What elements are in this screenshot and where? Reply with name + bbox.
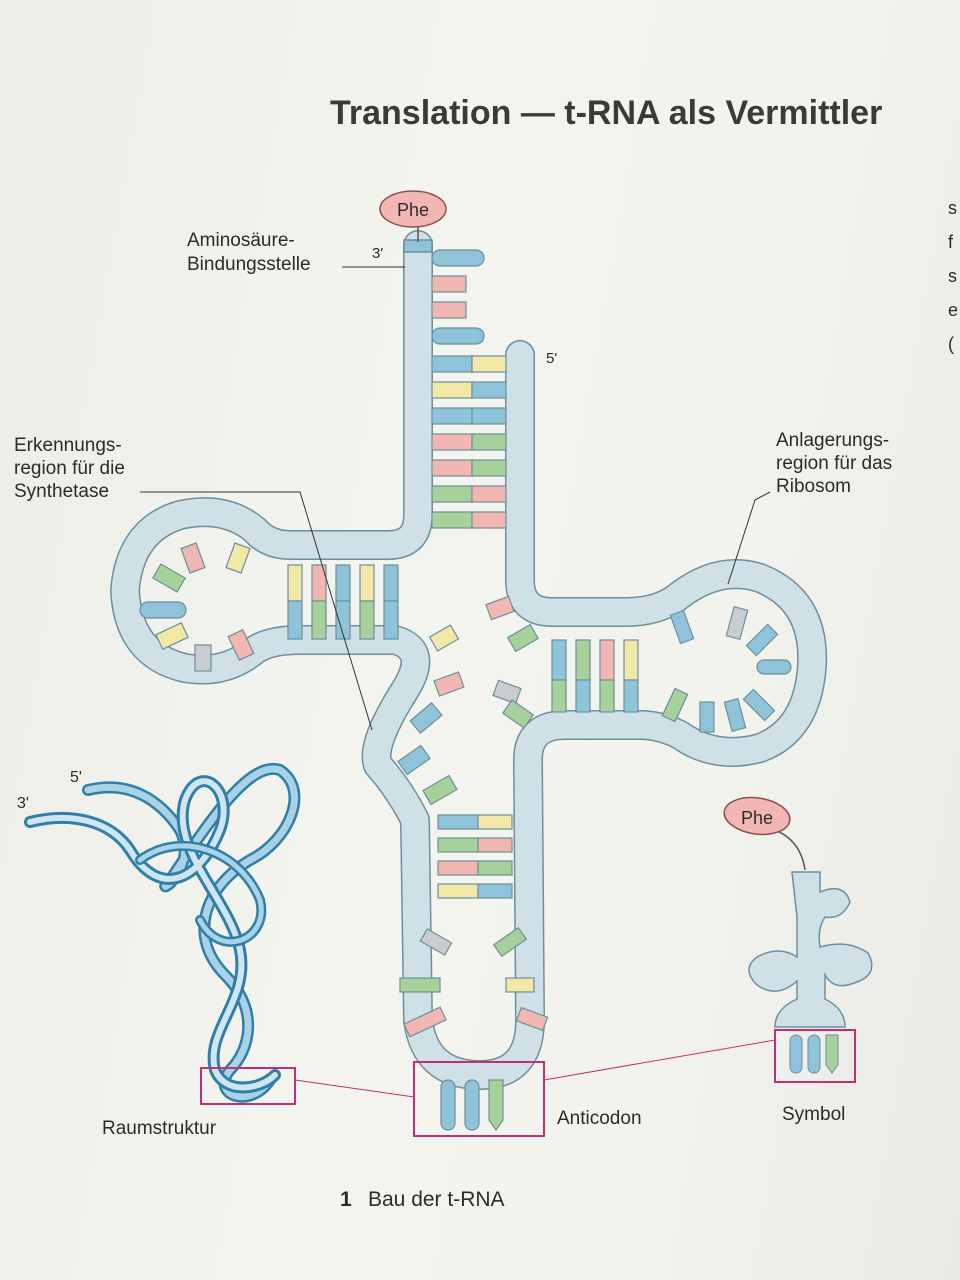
svg-text:s: s: [948, 198, 957, 218]
prime-5-label: 5': [546, 350, 557, 367]
d-arm-stem-bases: [287, 564, 399, 640]
phe-amino-acid-top: Phe: [379, 190, 447, 242]
label-aminosaeure: Aminosäure- Bindungsstelle: [187, 230, 405, 275]
svg-text:s: s: [948, 266, 957, 286]
svg-text:Ribosom: Ribosom: [776, 476, 851, 497]
svg-text:Phe: Phe: [397, 200, 429, 220]
anticodon-highlight-box: [413, 1061, 545, 1137]
page-title: Translation — t-RNA als Vermittler: [330, 94, 882, 132]
svg-text:(: (: [948, 334, 954, 354]
figure-number: 1: [340, 1188, 352, 1211]
t-arm-stem-bases: [551, 639, 639, 713]
anticodon-triplet: [440, 1079, 504, 1132]
svg-text:region für die: region für die: [14, 458, 125, 479]
svg-text:Anlagerungs-: Anlagerungs-: [776, 430, 889, 451]
ribbon-3prime-label: 3': [17, 795, 29, 812]
connector-right: [543, 1039, 776, 1081]
ribbon-5prime-label: 5': [70, 769, 82, 786]
trna-symbol: Phe: [723, 796, 873, 1074]
variable-loop-bases: [397, 595, 540, 806]
svg-text:e: e: [948, 300, 958, 320]
anticodon-loop-bases: [399, 926, 549, 1038]
label-anticodon: Anticodon: [557, 1108, 642, 1129]
ribbon-3d-structure: [24, 762, 301, 1103]
raumstruktur-highlight-box: [200, 1067, 296, 1105]
symbol-highlight-box: [774, 1029, 856, 1083]
t-loop-bases: [661, 605, 792, 733]
trna-backbone: [110, 230, 828, 1090]
svg-text:Aminosäure-: Aminosäure-: [187, 230, 295, 251]
svg-text:Bindungsstelle: Bindungsstelle: [187, 254, 311, 275]
svg-text:Synthetase: Synthetase: [14, 481, 109, 502]
connector-left: [294, 1079, 415, 1098]
svg-text:region für das: region für das: [776, 453, 892, 474]
d-loop-bases: [139, 542, 255, 672]
svg-text:Erkennungs-: Erkennungs-: [14, 435, 122, 456]
label-erkennung: Erkennungs- region für die Synthetase: [14, 435, 373, 731]
prime-3-label: 3': [372, 245, 383, 262]
acceptor-stem-bases: [431, 249, 507, 529]
figure-caption: Bau der t-RNA: [368, 1188, 505, 1211]
label-symbol: Symbol: [782, 1104, 845, 1125]
svg-text:Phe: Phe: [741, 808, 773, 828]
side-text-fragment: s f s e (: [948, 198, 958, 354]
label-raumstruktur: Raumstruktur: [102, 1118, 217, 1139]
anticodon-stem-bases: [437, 814, 513, 899]
svg-text:f: f: [948, 232, 954, 252]
label-anlagerung: Anlagerungs- region für das Ribosom: [727, 430, 892, 585]
